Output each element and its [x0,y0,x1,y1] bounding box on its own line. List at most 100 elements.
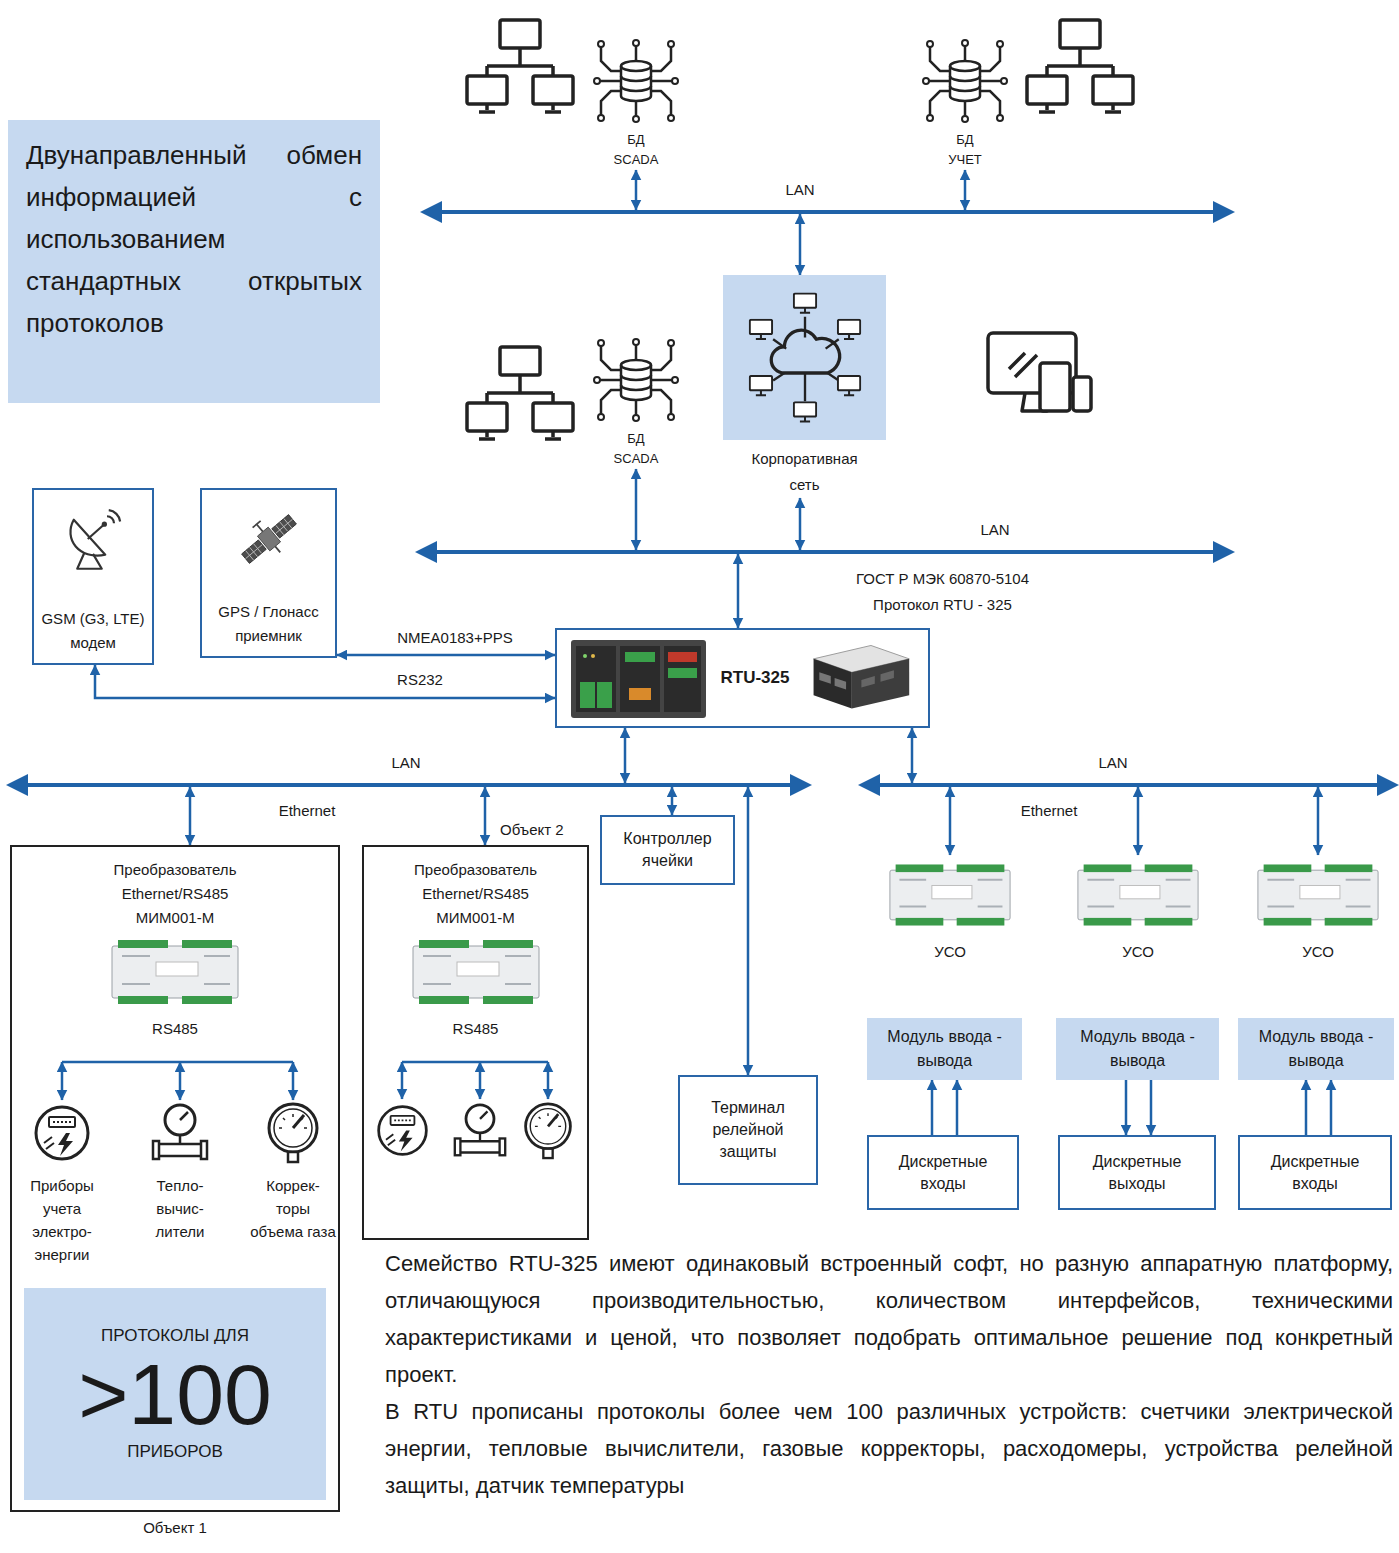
connector [292,1062,295,1100]
cloud-label: Корпоративная сеть [739,446,871,498]
converter-picture [110,936,240,1008]
database-node: БД УЧЕТ [919,36,1011,170]
converter-label: Преобразователь Ethernet/RS485 МИМ001-М [91,858,259,930]
bus-label: LAN [1083,753,1143,773]
heat-meter-icon [455,1105,505,1155]
bus-name: RS485 [152,1018,198,1040]
module-box: Модуль ввода - вывода [1056,1018,1219,1080]
network-icon [467,347,573,439]
io-unit-label: УСО [934,941,966,963]
note-box: Двунаправленный обмен информацией с испо… [8,120,380,403]
io-unit-picture [1256,855,1380,935]
io-unit-label: УСО [1302,941,1334,963]
rtu-picture [804,639,914,717]
bus-arrowhead [1213,541,1235,563]
connector [61,1062,64,1100]
rtu-picture [571,640,706,718]
converter-node: Преобразователь Ethernet/RS485 МИМ001-МR… [372,852,579,1062]
io-unit-picture [1076,855,1200,935]
connector [671,787,674,815]
device-box: Терминал релейной защиты [678,1075,818,1185]
module-label: Модуль ввода - вывода [1062,1025,1213,1073]
connector [1317,787,1320,855]
devices-icon [988,333,1091,411]
converter-picture [413,940,539,1004]
connector-label: RS232 [380,669,460,691]
io-unit-picture [890,864,1010,925]
body-paragraph: В RTU прописаны протоколы более чем 100 … [385,1393,1393,1504]
gauge-icon [526,1104,571,1158]
rs485-drop [547,1062,550,1099]
database-icon [591,36,681,126]
converter-node: Преобразователь Ethernet/RS485 МИМ001-М R… [20,852,330,1062]
cloud-icon [749,293,859,421]
bus-name: RS485 [453,1018,499,1040]
object-label: Объект 2 [500,820,564,840]
database-node: БД SCADA [590,335,682,469]
bus-line [431,550,1219,554]
device-label: Тепло-вычис-лители [137,1174,223,1243]
device-label: Коррек-торы объема газа [250,1174,336,1243]
database-icon [920,36,1010,126]
connector [737,554,740,628]
bus-label: LAN [965,520,1025,540]
database-icon [923,40,1007,122]
object-frame: Объект 2Преобразователь Ethernet/RS485 М… [362,845,589,1240]
connector [1305,1080,1308,1135]
connector [179,1062,182,1100]
rtu-picture [814,645,910,708]
meter-device: Приборы учета электро-энергии [19,1100,105,1266]
object-label: Объект 1 [12,1518,338,1538]
bus-arrowhead [420,201,442,223]
meter-icon [32,1100,92,1166]
database-node: БД SCADA [590,36,682,170]
connector [799,498,802,550]
rs485-drop [401,1062,404,1099]
panel-text: ПРИБОРОВ [127,1440,223,1464]
rtu-label: RTU-325 [721,668,790,688]
database-icon [591,335,681,425]
object-frame: Объект 1Преобразователь Ethernet/RS485 М… [10,845,340,1512]
device-box: Контроллер ячейки [600,815,735,885]
meter-device: Тепло-вычис-лители [137,1100,223,1243]
meter-icon [379,1107,427,1155]
connector [1125,1080,1128,1135]
meter-icon [263,1100,323,1166]
device-icon [70,510,120,569]
connector [624,728,627,783]
database-label: БД УЧЕТ [938,130,992,170]
device-icon [234,505,304,573]
connector [964,170,967,210]
module-label: Модуль ввода - вывода [1244,1025,1388,1073]
network-icon [467,20,573,112]
connector [1330,1080,1333,1135]
io-unit-picture [888,855,1012,935]
io-unit-picture [1078,864,1198,925]
bus-arrowhead [790,774,812,796]
cloud-panel [723,275,886,440]
connector [956,1080,959,1135]
connector [337,654,555,657]
device-box: Дискретные выходы [1058,1135,1216,1210]
io-unit: УСО [1256,855,1380,963]
bus-line [420,199,1235,225]
connector [911,728,914,783]
connector [635,469,638,550]
rtu-box: RTU-325 [555,628,930,728]
bus-line [22,783,796,787]
meter-device: Коррек-торы объема газа [250,1100,336,1243]
network-cloud: Корпоративная сеть [723,275,886,498]
bus-arrowhead [415,541,437,563]
box-label: Дискретные выходы [1082,1151,1192,1195]
device-box: Дискретные входы [1238,1135,1392,1210]
device-icon [234,504,304,574]
box-label: Контроллер ячейки [612,828,724,872]
io-unit-label: УСО [1122,941,1154,963]
box-label: Дискретные входы [1260,1151,1370,1195]
rs485-line [402,1061,548,1064]
device-label: GSM (G3, LTE) модем [38,607,148,655]
io-unit: УСО [1076,855,1200,963]
database-label: БД SCADA [609,130,663,170]
module-label: Модуль ввода - вывода [873,1025,1016,1073]
